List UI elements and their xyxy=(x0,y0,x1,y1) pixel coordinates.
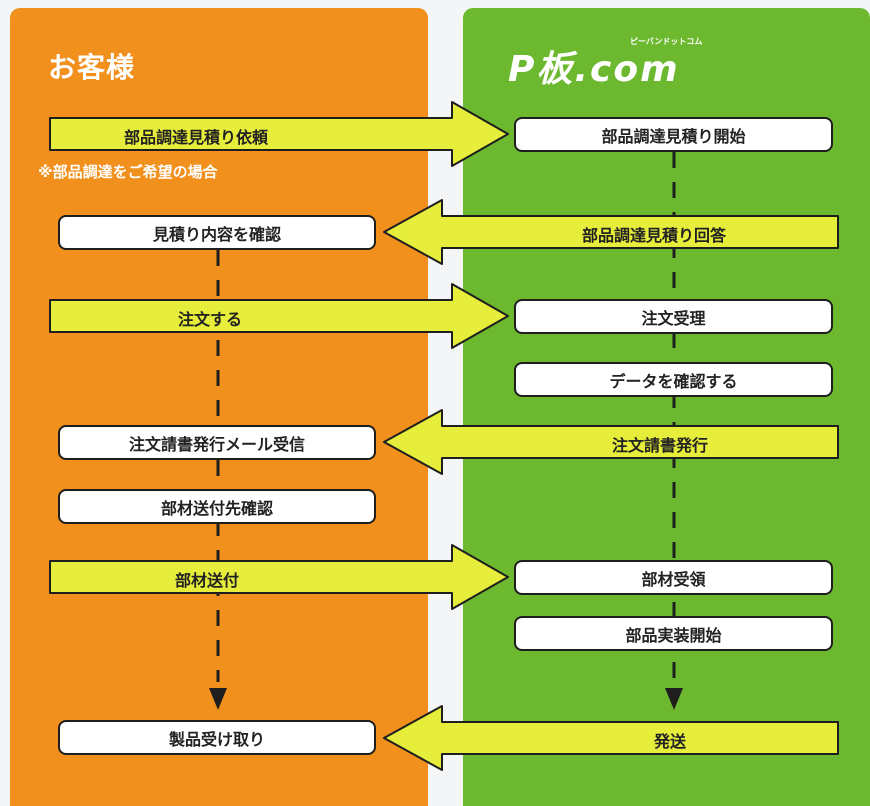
step-check-quote: 見積り内容を確認 xyxy=(58,215,376,250)
logo-text: P板.com xyxy=(508,49,680,90)
step-order-accepted: 注文受理 xyxy=(514,299,833,334)
step-parts-received: 部材受領 xyxy=(514,560,833,595)
step-quote-start: 部品調達見積り開始 xyxy=(514,117,833,152)
step-check-data: データを確認する xyxy=(514,362,833,397)
step-mounting-start: 部品実装開始 xyxy=(514,616,833,651)
step-check-shipping-address: 部材送付先確認 xyxy=(58,489,376,524)
arrow-order-confirmation xyxy=(383,409,839,475)
provider-flow-arrowhead xyxy=(665,688,683,710)
pban-logo: ピーバンドットコム P板.com xyxy=(508,36,708,90)
arrow-quote-answer xyxy=(383,199,839,265)
arrow-request-quote xyxy=(49,101,509,167)
arrow-label-send-parts: 部材送付 xyxy=(175,571,240,590)
arrow-label-request-quote: 部品調達見積り依頼 xyxy=(124,128,269,147)
arrow-shipment xyxy=(383,705,839,771)
note-parts-procurement: ※部品調達をご希望の場合 xyxy=(38,163,218,181)
arrow-label-shipment: 発送 xyxy=(654,732,687,751)
arrow-send-parts xyxy=(49,544,509,610)
customer-title: お客様 xyxy=(48,51,136,84)
step-receive-product: 製品受け取り xyxy=(58,720,376,755)
arrow-label-order-confirmation: 注文請書発行 xyxy=(612,436,709,455)
step-confirmation-mail: 注文請書発行メール受信 xyxy=(58,425,376,460)
arrow-order xyxy=(49,283,509,349)
logo-ruby: ピーバンドットコム xyxy=(630,37,703,46)
customer-flow-arrowhead xyxy=(209,688,227,710)
arrow-label-quote-answer: 部品調達見積り回答 xyxy=(582,226,727,245)
arrow-label-order: 注文する xyxy=(178,310,243,329)
